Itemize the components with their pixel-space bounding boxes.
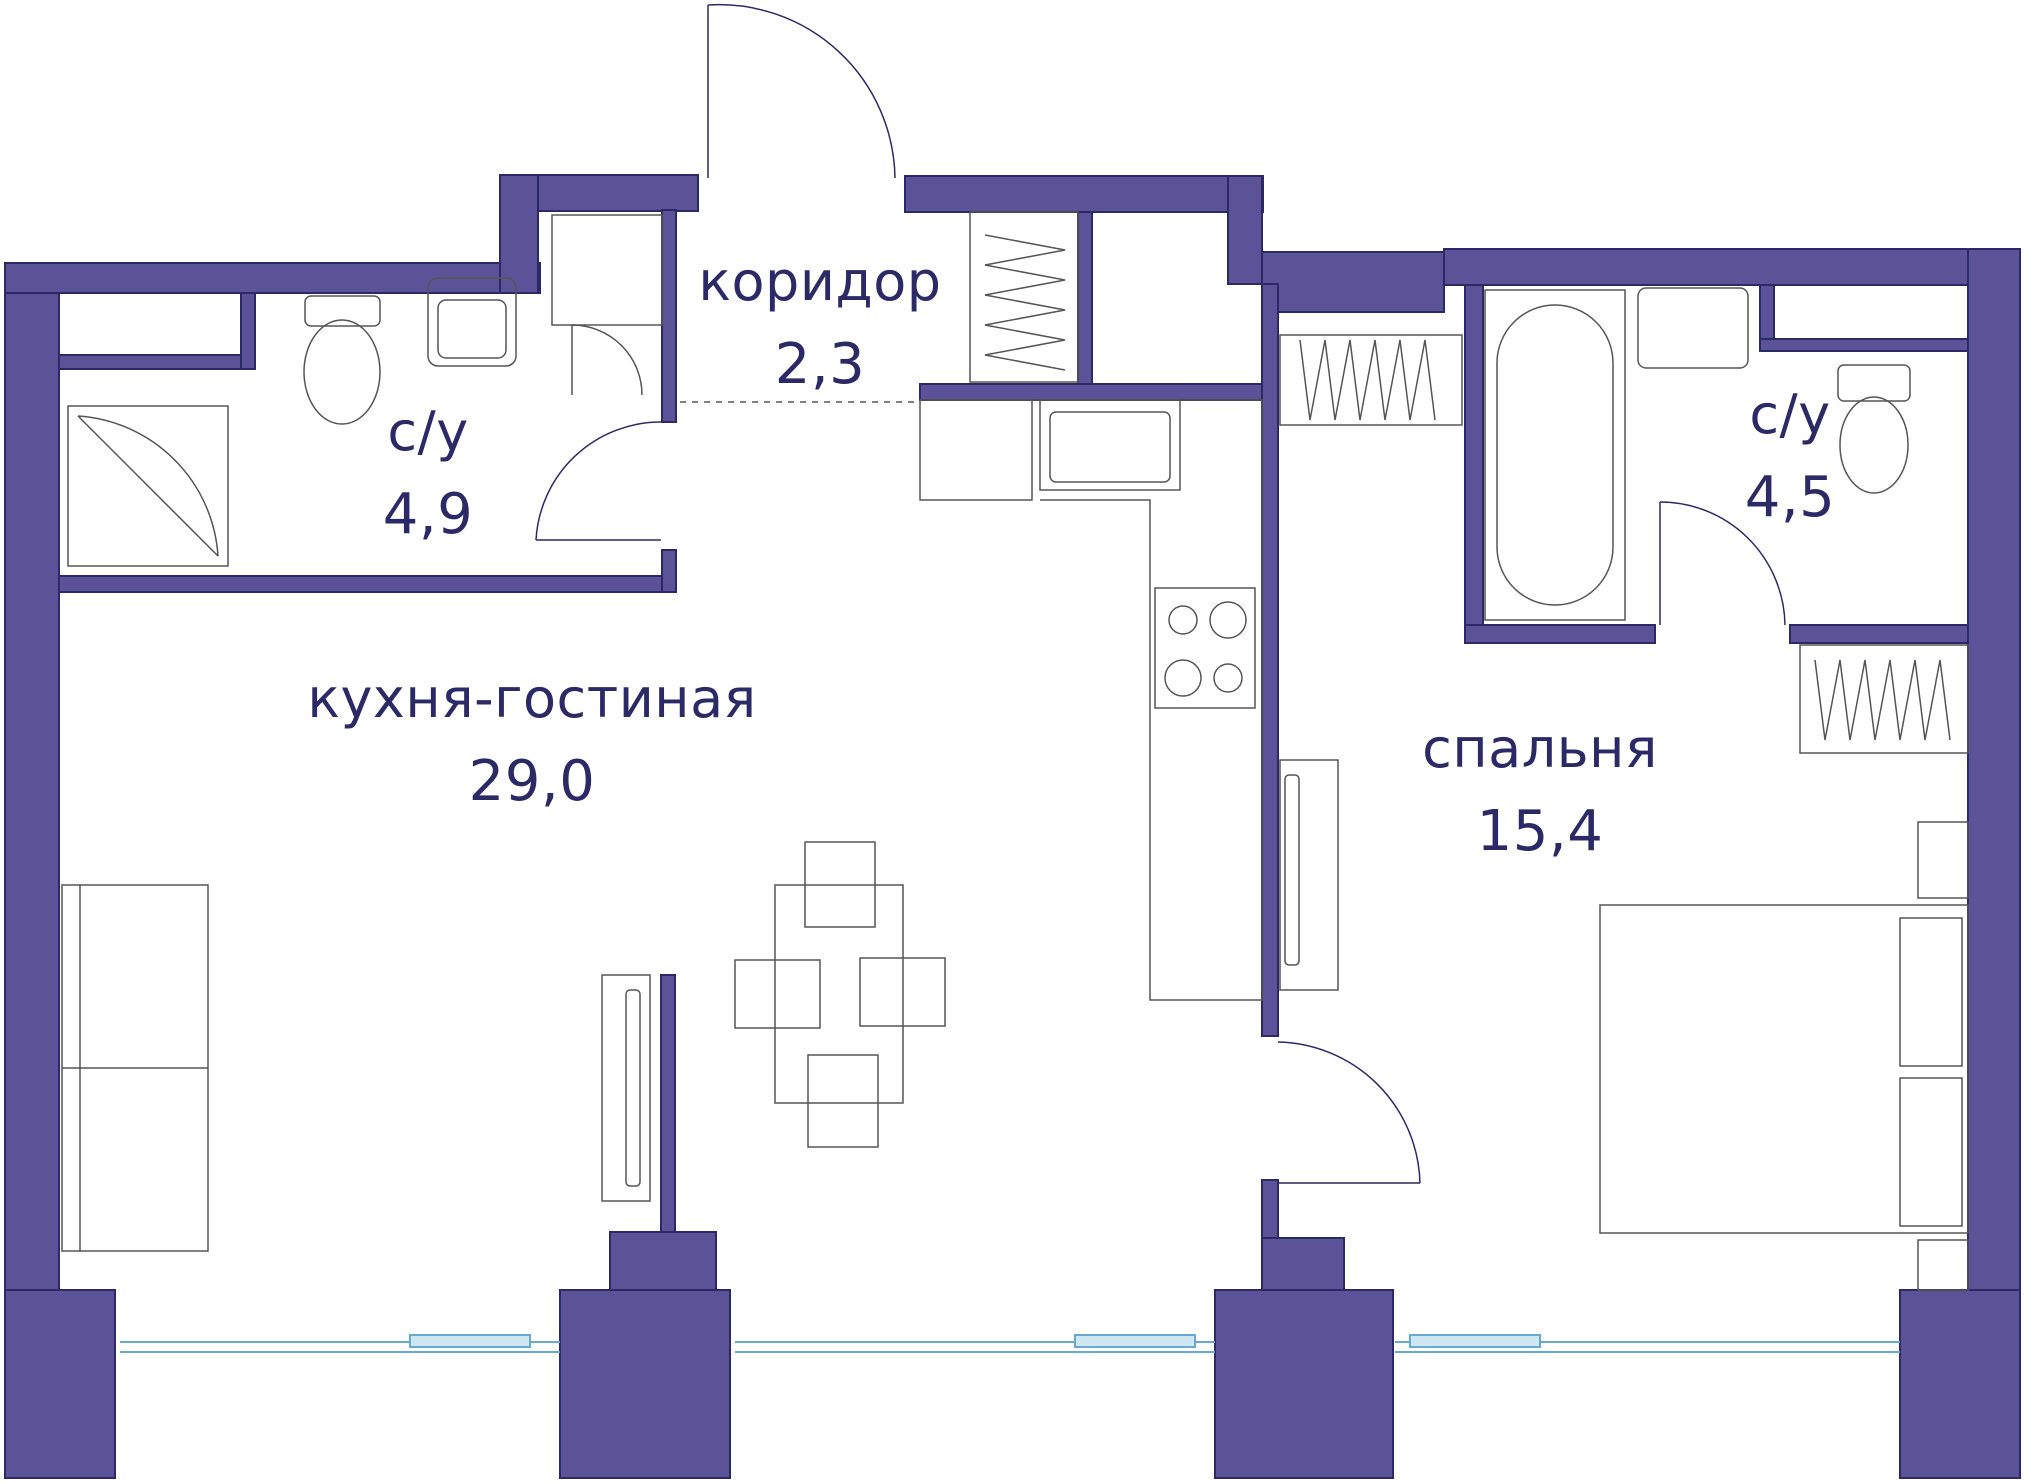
wardrobe-hangers [1814,659,1951,741]
column-right-base [1899,1289,2021,1479]
chair-bottom [807,1054,879,1148]
label-bedroom: спальня 15,4 [1422,722,1658,860]
window-sash-2 [1074,1334,1196,1348]
bedroom-tv-screen [1284,774,1300,966]
windows [120,1334,1900,1353]
wall-shower-niche-side [240,292,256,370]
sink-right [1637,287,1749,369]
window-sash-1 [409,1334,531,1348]
chair-left [734,959,821,1029]
closet-hangers [984,234,1066,371]
bed-pillow-2 [1899,1077,1963,1227]
closet-bedroom [1279,334,1463,426]
wall-bath-left-bottom [58,575,677,593]
wall-corridor-bottom [919,383,1263,401]
wall-bath-right-bottom-2 [1789,624,1969,644]
column-1-base [559,1289,731,1479]
wall-top-corridor-right [904,175,1264,213]
wall-partition-main [1261,283,1279,1037]
wall-bath-right-bottom [1464,624,1656,644]
closet-bedroom-hangers [1299,339,1436,421]
door-entrance-arc [707,3,896,179]
wall-top-step [499,174,539,294]
dining-table [774,884,904,1104]
burner-3 [1164,659,1202,697]
door-bath-left [535,421,662,541]
bathroom-left-area: 4,9 [382,482,474,547]
bedroom-name: спальня [1422,717,1658,780]
wall-right-outer [1967,248,2021,1470]
sink-left-basin [437,299,507,359]
wall-bath-left-right [661,209,677,423]
door-arc-bath-left-inner [571,324,643,396]
wall-closet-divider [1077,211,1093,391]
column-left-base [4,1289,116,1479]
kitchen-sink-basin [1049,411,1171,483]
nightstand-bottom [1917,1239,1969,1291]
walls [4,174,2021,1479]
wall-top-step-right [1227,175,1263,285]
bed [1599,904,1969,1234]
wall-bath-left-right-low [661,549,677,593]
bed-pillow-1 [1899,917,1963,1067]
bathroom-right-area: 4,5 [1744,465,1836,530]
wall-bath-right-left [1464,284,1484,644]
chair-top [804,841,876,928]
wall-top-right [1443,248,2020,286]
sink-left [427,277,517,367]
bathroom-left-name: с/у [387,400,469,463]
door-bedroom [1277,1041,1421,1184]
label-corridor: коридор 2,3 [698,255,941,393]
corridor-area: 2,3 [774,332,866,397]
tv-stand [601,974,651,1202]
closet-corridor [969,211,1079,383]
column-2-base [1214,1289,1394,1479]
toilet-bowl-left [303,319,381,425]
cooktop [1154,587,1256,709]
fixtures [61,3,1969,1291]
label-kitchen-living: кухня-гостиная 29,0 [307,672,756,810]
toilet-bowl-right [1839,396,1909,494]
burner-1 [1168,605,1198,635]
shower-diagonal [77,415,219,557]
burner-2 [1209,601,1247,639]
toilet-tank-left [304,295,381,327]
kitchen-sink [1039,399,1181,491]
wall-bath-right-niche-bottom [1759,338,1969,352]
tv-screen [625,989,641,1187]
cabinet-left-bath [551,214,663,326]
bedroom-area: 15,4 [1476,799,1604,864]
kitchen-counter [920,399,1263,1001]
wall-shower-niche [58,354,256,370]
burner-4 [1213,663,1243,693]
toilet-tank-right [1837,364,1911,402]
corridor-name: коридор [698,250,942,313]
kitchen-living-name: кухня-гостиная [307,667,757,730]
bedroom-tv-stand [1279,759,1339,991]
kitchen-appliance [919,399,1033,501]
wall-top-bedroom [1261,251,1445,313]
wall-living-stub [660,974,676,1236]
wall-left-outer [4,262,60,1476]
bathtub-inner [1496,304,1614,606]
chair-right [859,957,946,1027]
label-bathroom-left: с/у 4,9 [383,405,474,543]
wall-top-corridor-left [537,174,699,212]
label-bathroom-right: с/у 4,5 [1745,388,1836,526]
window-sash-3 [1409,1334,1541,1348]
shower-tray [67,405,229,567]
shower-arc [77,415,219,557]
bathtub [1484,289,1626,621]
door-bath-right [1659,501,1786,626]
bathroom-right-name: с/у [1749,383,1831,446]
kitchen-living-area: 29,0 [468,749,596,814]
wardrobe-bedroom [1799,644,1969,754]
nightstand-top [1917,821,1969,899]
